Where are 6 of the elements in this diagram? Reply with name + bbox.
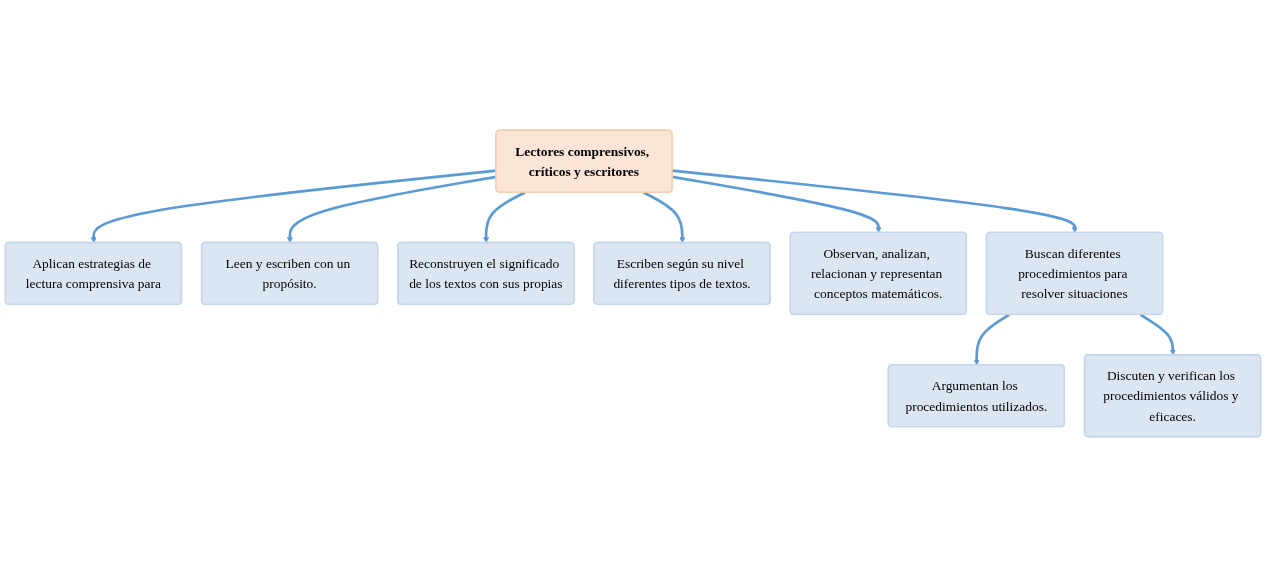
arrow: [973, 313, 1010, 366]
arrow: [643, 191, 686, 244]
arrow: [672, 169, 1078, 234]
arrow: [672, 175, 882, 234]
arrow: [1139, 313, 1176, 356]
arrow: [483, 191, 526, 244]
